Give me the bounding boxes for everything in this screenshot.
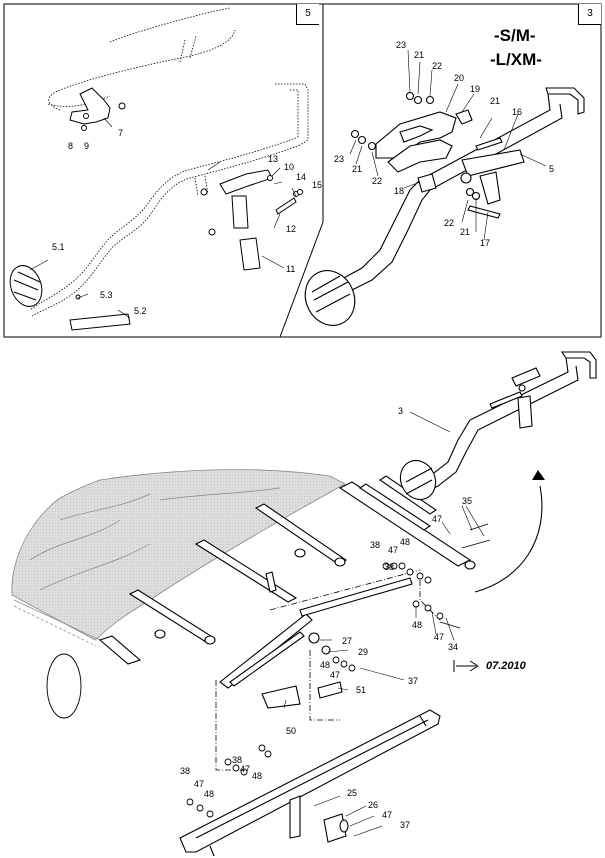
callout: 21 — [490, 96, 501, 106]
variant-label-1: -S/M- — [494, 26, 536, 45]
callout: 47 — [240, 764, 251, 774]
callout: 14 — [296, 172, 307, 182]
callout: 19 — [470, 84, 481, 94]
callout: 47 — [382, 810, 393, 820]
callout: 38 — [384, 562, 395, 572]
callout: 48 — [252, 771, 263, 781]
callout: 34 — [448, 642, 459, 652]
panel-tag-right: 3 — [578, 4, 601, 25]
callout: 47 — [194, 779, 205, 789]
callout: 47 — [434, 632, 445, 642]
callout: 11 — [286, 264, 296, 274]
variant-label-2: -L/XM- — [490, 50, 542, 69]
struts — [219, 577, 413, 709]
callout: 15 — [312, 180, 323, 190]
hoop-arm-3 — [399, 351, 597, 501]
callout: 5.1 — [52, 242, 65, 252]
callout: 18 — [394, 186, 405, 196]
date-note: 07.2010 — [486, 660, 526, 672]
callout: 27 — [342, 636, 353, 646]
callout: 13 — [268, 154, 279, 164]
callout: 51 — [356, 685, 367, 695]
callout: 29 — [358, 647, 369, 657]
left-frame-dotted — [29, 7, 309, 317]
callout: 22 — [432, 61, 443, 71]
callout: 7 — [118, 128, 124, 138]
callout: 9 — [84, 141, 90, 151]
callout: 10 — [284, 162, 295, 172]
left-panel-parts — [9, 87, 303, 331]
callout: 48 — [412, 620, 423, 630]
tubes — [98, 475, 476, 665]
callout: 38 — [370, 540, 381, 550]
callout: 23 — [334, 154, 345, 164]
callout: 8 — [68, 141, 74, 151]
callout: 26 — [368, 800, 379, 810]
right-panel-parts — [304, 87, 585, 326]
date-arrow — [453, 660, 479, 672]
callout: 38 — [232, 755, 243, 765]
callout: 23 — [396, 40, 407, 50]
callout: 5 — [549, 164, 555, 174]
callout: 48 — [204, 789, 215, 799]
rotation-arrow — [474, 485, 543, 593]
callout: 38 — [180, 766, 191, 776]
callout: 5.3 — [100, 290, 113, 300]
callout: 50 — [286, 726, 297, 736]
callout: 48 — [320, 660, 331, 670]
callout: 22 — [444, 218, 455, 228]
callout: 16 — [512, 107, 523, 117]
callout: 21 — [414, 50, 425, 60]
callout: 37 — [408, 676, 419, 686]
panel-tag-left: 5 — [296, 4, 319, 25]
callout: 37 — [400, 820, 411, 830]
callout: 20 — [454, 73, 465, 83]
callout: 35 — [462, 496, 473, 506]
callout: 22 — [372, 176, 383, 186]
leader-lines — [29, 49, 547, 837]
base-frame — [179, 709, 441, 857]
callout: 25 — [347, 788, 358, 798]
callout: 17 — [480, 238, 491, 248]
callout: 48 — [400, 537, 411, 547]
callout: 47 — [388, 545, 399, 555]
callout: 47 — [432, 514, 443, 524]
callout: 5.2 — [134, 306, 147, 316]
callout: 12 — [286, 224, 297, 234]
callout: 3 — [398, 406, 404, 416]
callout: 47 — [330, 670, 341, 680]
callout: 21 — [460, 227, 471, 237]
hardware — [46, 523, 491, 818]
callout: 21 — [352, 164, 363, 174]
